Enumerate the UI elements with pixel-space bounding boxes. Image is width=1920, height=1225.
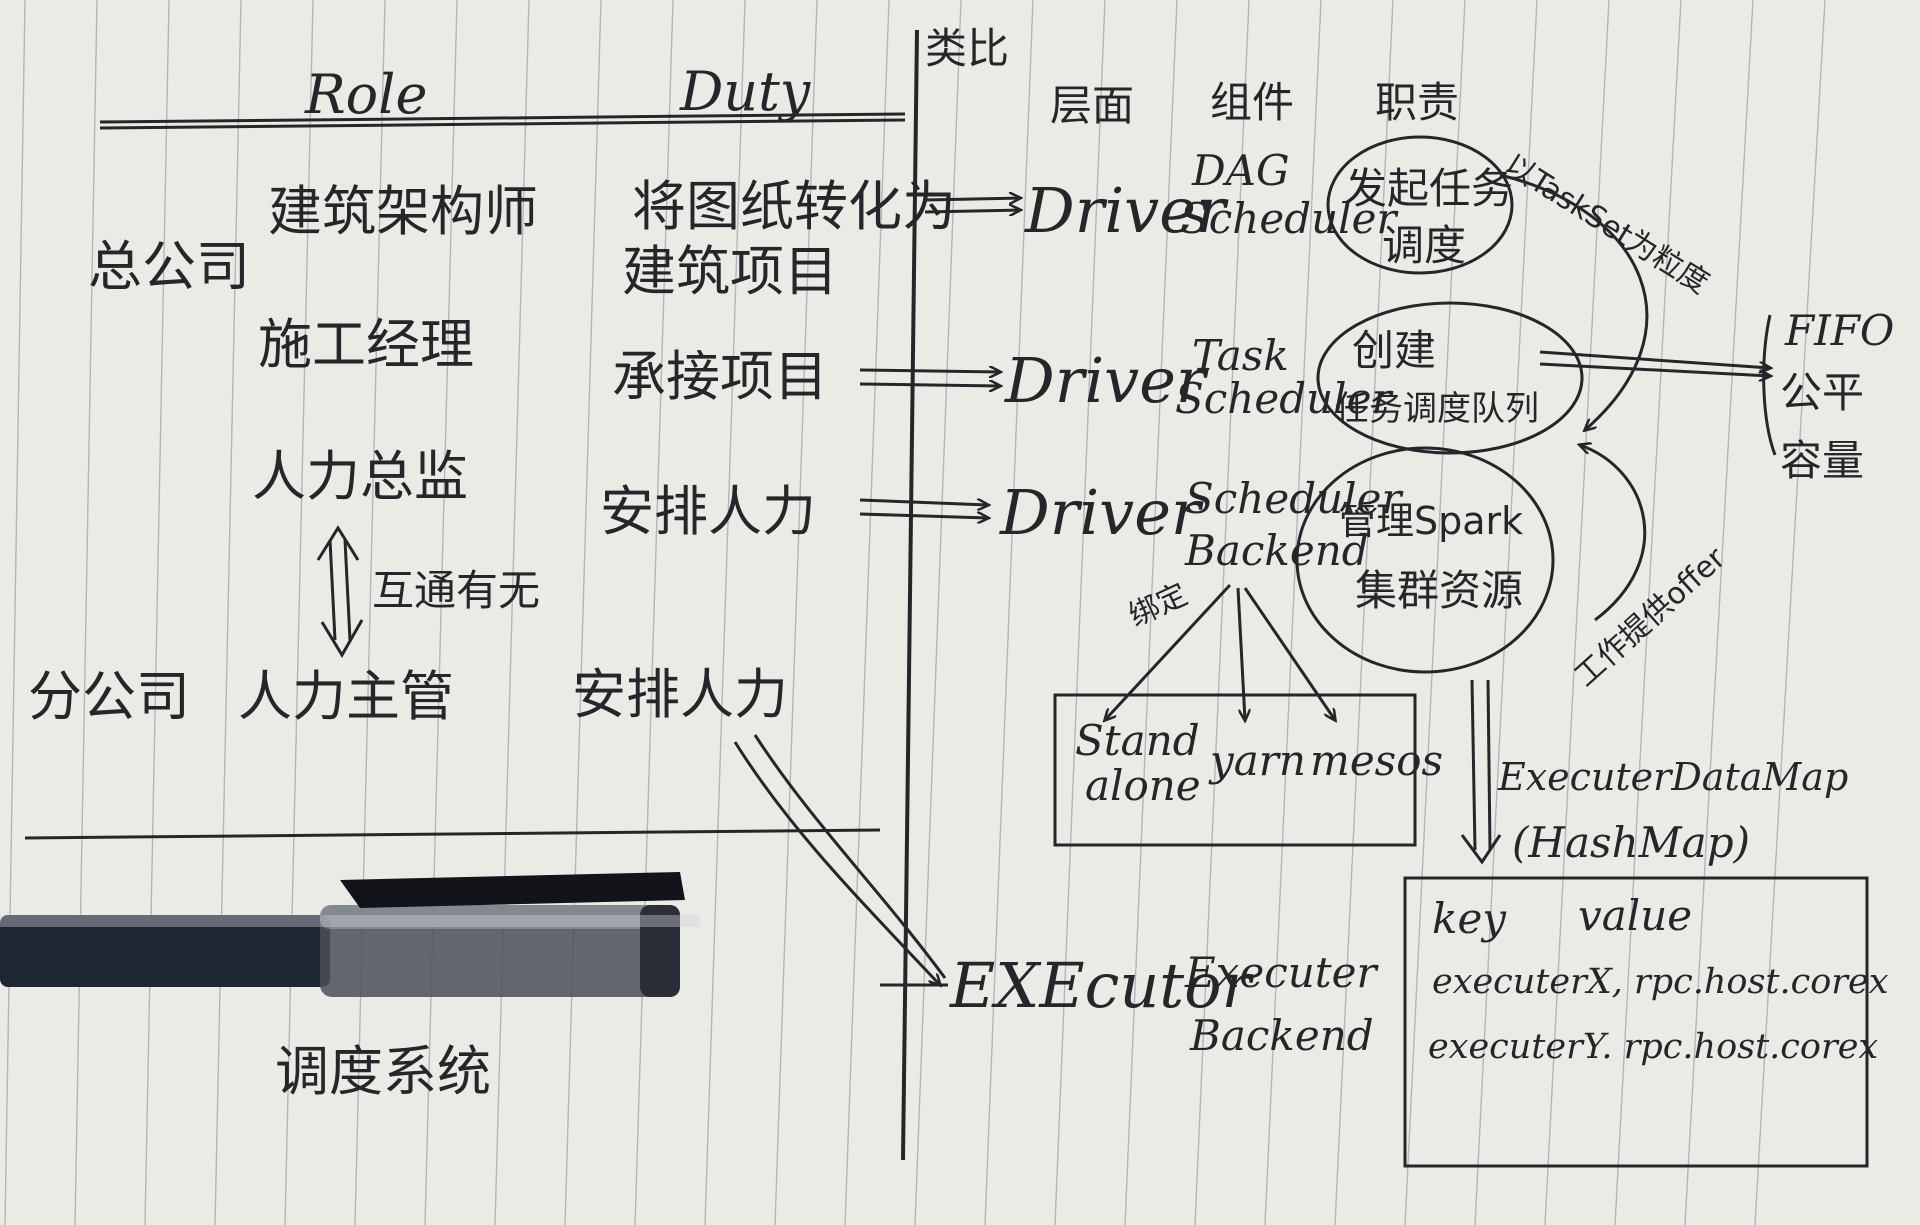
header-underline [99,112,906,130]
header-role: Role [305,63,428,126]
rule-line [1614,0,1682,1225]
org-head-office: 总公司 [88,235,250,298]
rule-line [214,0,242,1225]
center-divider-line [901,29,919,1161]
layer-driver-2: Driver [1005,344,1206,417]
rule-line [1404,0,1466,1225]
taskset-curve-arrow [1499,173,1649,430]
rule-line [1754,0,1826,1225]
rule-line [144,0,170,1225]
hr-exchange-arrow [316,525,364,658]
component-dag-line1: DAG [1192,146,1290,195]
create-queue-ellipse [1316,301,1584,455]
component-backend-line2: Backend [1185,526,1369,575]
resp-create-line1: 创建 [1352,326,1437,375]
rule-line [1264,0,1322,1225]
arrow-to-driver-3 [859,498,988,518]
bind-arrows [1105,583,1335,720]
map-row-1: executerX, rpc.host.corex [1432,962,1889,1002]
rule-line [564,0,602,1225]
arrow-to-executor [733,734,948,985]
rule-line [74,0,98,1225]
arrow-to-driver-1 [924,198,1020,212]
resp-create-line2: 任务调度队列 [1335,389,1539,429]
rule-line [354,0,386,1225]
rule-line [494,0,530,1225]
map-key-header: key [1432,894,1507,943]
rule-line [424,0,458,1225]
dispatch-ellipse [1326,135,1514,275]
rule-line [844,0,890,1225]
arrow-to-driver-2 [859,370,1000,386]
executor-map-box [1403,876,1869,1168]
role-construction-manager: 施工经理 [258,313,474,376]
modes-bracket [1762,314,1777,456]
component-exec-backend-line1: Executer [1185,948,1377,997]
cm-standalone-line2: alone [1085,761,1201,810]
duty-arrange-staff-2: 安排人力 [572,663,788,726]
map-name: ExecuterDataMap [1498,755,1849,799]
map-type: (HashMap) [1512,818,1750,867]
rule-line [914,0,962,1225]
resp-dispatch-line2: 调度 [1382,221,1467,270]
queue-to-modes-arrow [1539,350,1770,376]
layer-executor: EXEcutor [950,949,1252,1022]
duty-take-project: 承接项目 [612,345,828,408]
role-exchange-note: 互通有无 [372,566,541,615]
mode-capacity: 容量 [1780,436,1865,485]
rule-line [1544,0,1610,1225]
rule-line [634,0,674,1225]
notebook-rules [4,0,1826,1225]
rule-line [704,0,746,1225]
map-row-2: executerY. rpc.host.corex [1428,1027,1879,1067]
role-hr-director: 人力总监 [252,445,468,508]
component-exec-backend-line2: Backend [1190,1011,1374,1060]
resp-manage-line2: 集群资源 [1355,566,1524,615]
resp-dispatch-line1: 发起任务 [1345,164,1514,213]
duty-arrange-staff-1: 安排人力 [600,480,816,543]
header-duty: Duty [680,60,811,123]
role-architect: 建筑架构师 [268,180,538,243]
map-value-header: value [1578,891,1693,940]
mode-fifo: FIFO [1785,306,1895,355]
component-backend-line1: Scheduler [1185,474,1402,523]
rule-line [1684,0,1754,1225]
layer-driver-1: Driver [1025,174,1226,247]
component-task-line2: Scheduler [1175,374,1392,423]
arrow-to-hashmap [1460,679,1502,865]
org-branch-office: 分公司 [28,665,190,728]
rule-line [1474,0,1538,1225]
header-analogy: 类比 [925,24,1010,73]
duty-blueprint-line2: 建筑项目 [622,240,838,303]
rule-line [1124,0,1178,1225]
component-dag-line2: Scheduler [1180,194,1397,243]
mode-fair: 公平 [1780,368,1865,417]
rule-line [984,0,1034,1225]
header-responsibility: 职责 [1375,78,1460,127]
manage-resources-ellipse [1295,446,1555,674]
cm-mesos: mesos [1310,736,1444,785]
duty-blueprint-line1: 将图纸转化为 [632,175,956,238]
header-component: 组件 [1210,78,1295,127]
resp-manage-line1: 管理Spark [1338,499,1524,543]
rule-line [4,0,26,1225]
pen [0,872,700,997]
rule-line [774,0,818,1225]
bottom-scheduling-system: 调度系统 [275,1040,491,1103]
rule-line [1194,0,1250,1225]
rule-line [1334,0,1394,1225]
rule-line [1054,0,1106,1225]
offer-curve-arrow [1580,445,1647,622]
cm-standalone-line1: Stand [1075,716,1200,765]
component-task-line1: Task [1192,331,1289,380]
header-layer: 层面 [1050,81,1135,130]
rule-line [284,0,314,1225]
cm-yarn: yarn [1210,736,1306,785]
cluster-manager-box [1053,693,1417,847]
layer-driver-3: Driver [1000,476,1201,549]
role-hr-supervisor: 人力主管 [238,665,454,728]
lower-separator-line [24,828,881,840]
